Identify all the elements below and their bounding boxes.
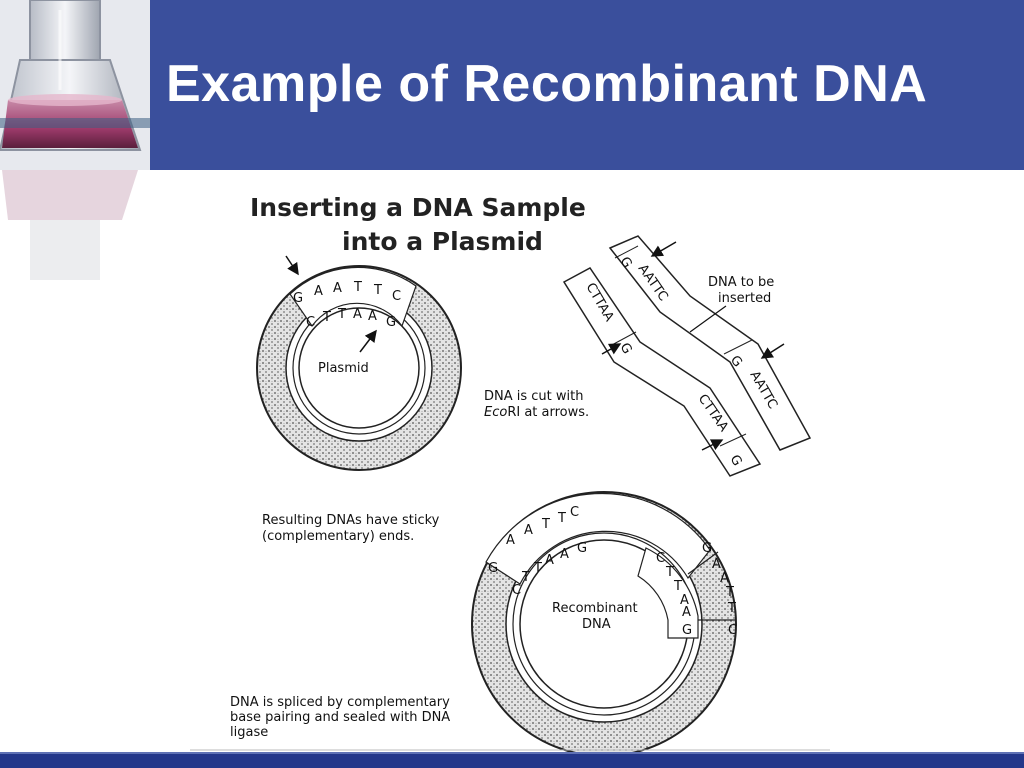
flask-icon — [0, 0, 150, 170]
plasmid-top-inner-bases: C T T A A G — [306, 307, 396, 330]
svg-text:G: G — [386, 315, 396, 330]
recomb-left-outer-bases: G — [488, 561, 498, 576]
svg-text:G: G — [682, 623, 692, 638]
svg-text:T: T — [521, 570, 530, 585]
recombinant-dna-diagram: Inserting a DNA Sample into a Plasmid G … — [190, 193, 830, 752]
svg-text:A: A — [712, 557, 721, 572]
insert-label-line1: DNA to be — [708, 275, 774, 290]
cut-arrow-plasmid-top — [285, 255, 299, 276]
cut-arrow-insert-bottom — [701, 439, 724, 451]
flask-image — [0, 0, 150, 170]
recombinant-ring — [471, 491, 737, 752]
svg-text:T: T — [665, 565, 674, 580]
cut-arrow-insert-top — [650, 241, 677, 257]
svg-text:T: T — [322, 310, 331, 325]
recombinant-label-line2: DNA — [582, 617, 611, 632]
spliced-label-line1: DNA is spliced by complementary — [230, 695, 450, 710]
svg-text:A: A — [680, 593, 689, 608]
svg-text:A: A — [682, 605, 691, 620]
recomb-right-inner-bases: C T T A A G — [656, 551, 692, 638]
recomb-top-bases: A A T T C — [506, 505, 579, 548]
svg-text:C: C — [392, 289, 401, 304]
insert-label-line2: inserted — [718, 291, 771, 306]
recomb-left-inner-bases: C T T A A G — [512, 541, 587, 598]
svg-text:A: A — [333, 281, 342, 296]
cut-arrow-plasmid-inner — [359, 329, 377, 353]
title-bar — [0, 0, 1024, 170]
svg-text:C: C — [512, 583, 521, 598]
svg-text:G: G — [293, 291, 303, 306]
svg-text:T: T — [727, 601, 736, 616]
recomb-right-outer-bases: G A A T T C — [702, 541, 737, 638]
svg-text:A: A — [314, 284, 323, 299]
spliced-label-line2: base pairing and sealed with DNA — [230, 710, 450, 725]
sticky-label-line2: (complementary) ends. — [262, 529, 414, 544]
svg-text:G: G — [577, 541, 587, 556]
flask-reflection — [0, 170, 150, 280]
cut-label-line1: DNA is cut with — [484, 389, 583, 404]
svg-text:A: A — [545, 553, 554, 568]
svg-text:A: A — [353, 307, 362, 322]
recombinant-label-line1: Recombinant — [552, 601, 638, 616]
svg-text:T: T — [373, 283, 382, 298]
svg-text:T: T — [673, 579, 682, 594]
svg-text:C: C — [728, 623, 737, 638]
svg-text:T: T — [541, 517, 550, 532]
eco-italic: Eco — [484, 405, 507, 420]
slide-title: Example of Recombinant DNA — [166, 55, 928, 113]
eco-rest: RI at arrows. — [507, 405, 589, 420]
svg-text:T: T — [725, 585, 734, 600]
svg-text:T: T — [533, 561, 542, 576]
svg-text:A: A — [368, 309, 377, 324]
cut-arrow-insert-left — [601, 343, 622, 355]
footer-bar — [0, 752, 1024, 768]
sticky-label-line1: Resulting DNAs have sticky — [262, 513, 440, 528]
cut-label-line2: EcoRI at arrows. — [484, 405, 589, 420]
diagram-heading-line1: Inserting a DNA Sample — [250, 193, 586, 222]
insert-label-pointer — [689, 305, 727, 333]
svg-text:A: A — [720, 571, 729, 586]
svg-text:T: T — [353, 280, 362, 295]
svg-text:T: T — [337, 307, 346, 322]
svg-text:A: A — [560, 547, 569, 562]
svg-text:C: C — [306, 315, 315, 330]
svg-text:G: G — [702, 541, 712, 556]
svg-text:A: A — [524, 523, 533, 538]
svg-text:C: C — [656, 551, 665, 566]
svg-text:C: C — [570, 505, 579, 520]
plasmid-label: Plasmid — [318, 361, 369, 376]
svg-text:G: G — [488, 561, 498, 576]
plasmid-top-outer-bases: G A A T T C — [293, 280, 401, 306]
diagram-heading-line2: into a Plasmid — [342, 227, 543, 256]
svg-text:T: T — [557, 511, 566, 526]
svg-text:A: A — [506, 533, 515, 548]
plasmid-ring — [256, 265, 462, 471]
cut-arrow-insert-right — [760, 343, 785, 359]
spliced-label-line3: ligase — [230, 725, 268, 740]
